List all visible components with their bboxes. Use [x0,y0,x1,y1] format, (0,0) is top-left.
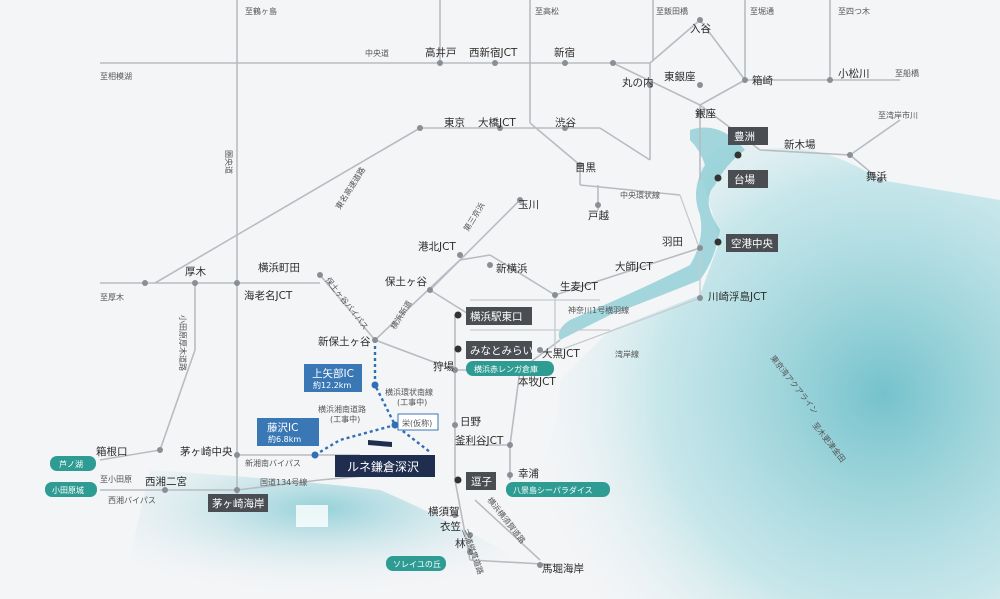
label-ebina-jct: 海老名JCT [244,289,293,302]
label-shinjuku: 新宿 [554,46,575,59]
label-shin-hodogaya: 新保土ヶ谷 [318,335,371,348]
box-yokohama-east: 横浜駅東口 [470,310,523,323]
box-chigasaki-kaigan: 茅ヶ崎海岸 [212,497,265,510]
label-daikoku-jct: 大黒JCT [542,347,580,360]
label-hodogaya-bypass: 保土ヶ谷バイパス [323,275,370,331]
interchange-dots [142,17,883,568]
label-namamugi-jct: 生麦JCT [560,280,598,293]
label-yokohama-kanjo-nan: 横浜環状南線(工事中) [385,387,433,407]
label-ginza: 銀座 [695,107,716,120]
label-maihama: 舞浜 [866,171,887,183]
label-chuo-expressway: 中央道 [365,48,389,58]
label-shinyokohama: 新横浜 [496,262,528,275]
label-takamatsu: 至高松 [535,6,559,16]
label-hakozaki: 箱崎 [752,74,773,87]
label-mabori-kaigan: 馬堀海岸 [542,562,584,575]
label-tsurugashima: 至鶴ヶ島 [245,6,277,16]
label-yokoyoko: 横浜横須賀道路 [485,495,527,545]
project-name: ルネ鎌倉深沢 [347,459,419,474]
label-yokohama-machida: 横浜町田 [258,261,300,274]
label-funabashi: 至船橋 [895,68,919,78]
box-hakkeijima: 八景島シーパラダイス [513,485,593,495]
label-wangan-ichikawa: 至湾岸市川 [878,110,918,120]
box-odawara-castle: 小田原城 [52,486,84,495]
label-shinkiba: 新木場 [784,138,816,151]
label-hino: 日野 [460,416,481,428]
label-higashiginza: 東銀座 [664,70,696,83]
label-tokyo: 東京 [444,116,465,129]
label-takaido: 高井戸 [425,46,457,59]
place-labels: 高井戸 西新宿JCT 新宿 入谷 丸の内 東銀座 箱崎 小松川 東京 大橋JCT… [96,23,887,575]
label-kawasaki-ukishima-jct: 川崎浮島JCT [708,290,767,303]
label-tomei: 東名高速道路 [333,165,367,211]
label-seisho-bypass: 西湘バイパス [108,495,156,505]
label-hakoneguchi: 箱根口 [96,445,128,458]
box-zushi: 逗子 [471,476,492,488]
box-toyosu: 豊洲 [734,130,755,143]
box-minatomirai: みなとみらい [470,345,533,357]
landfill-block [296,505,328,527]
label-odawara-atsugi: 小田原厚木道路 [178,315,188,371]
label-hodogaya: 保土ヶ谷 [385,275,427,288]
label-haneda: 羽田 [662,236,683,248]
label-marunouchi: 丸の内 [622,76,654,89]
label-tamagawa: 玉川 [518,199,539,211]
label-odawara: 至小田原 [100,475,132,484]
box-red-brick: 横浜赤レンガ倉庫 [474,364,538,374]
label-shibuya: 渋谷 [555,116,576,129]
box-kamiyabe-dist: 約12.2km [313,380,351,390]
label-route134: 国道134号線 [260,477,307,487]
ic-boxes: 上矢部IC 約12.2km 藤沢IC 約6.8km 栄(仮称) [257,364,439,446]
project-marker: ルネ鎌倉深沢 [335,440,435,477]
label-meguro: 目黒 [575,162,596,174]
label-komatsugawa: 小松川 [838,67,870,80]
label-yokohama-shonan: 横浜湘南道路(工事中) [318,404,366,424]
box-fujisawa-ic: 藤沢IC [267,421,298,434]
label-atsugi: 厚木 [185,266,206,278]
bay-channel [558,127,745,340]
label-ken-o-do: 圏央道 [224,150,234,174]
label-honmoku-jct: 本牧JCT [518,375,556,388]
label-sagamihara: 至相模湖 [100,71,132,81]
label-koura: 幸浦 [518,467,539,480]
label-kariba: 狩場 [433,360,454,373]
label-iriya: 入谷 [690,23,711,35]
station-boxes: 豊洲 台場 空港中央 横浜駅東口 みなとみらい 逗子 茅ヶ崎海岸 [208,127,778,512]
label-chigasaki-chuo: 茅ヶ崎中央 [180,445,233,458]
label-central-circular: 中央環状線 [620,190,660,200]
box-soleil: ソレイユの丘 [393,560,441,569]
box-airport-central: 空港中央 [731,237,773,250]
label-iidabashi: 至飯田橋 [656,6,688,16]
label-wangan: 湾岸線 [615,349,639,359]
label-kohoku-jct: 港北JCT [418,241,456,253]
label-nishishonan-ninomiya: 西湘二宮 [145,475,187,488]
label-yokohama-shindo: 横浜新道 [388,299,413,331]
roads [99,0,901,566]
label-daisan-keihin: 第三京浜 [461,201,486,233]
label-horikiri: 至堀通 [750,6,774,16]
label-nishishinjuku-jct: 西新宿JCT [469,46,518,59]
spot-boxes: 横浜赤レンガ倉庫 芦ノ湖 小田原城 八景島シーパラダイス ソレイユの丘 [45,361,610,571]
box-fujisawa-dist: 約6.8km [268,434,301,444]
box-sakae: 栄(仮称) [402,418,432,428]
label-yotsugi: 至四つ木 [838,6,870,16]
label-togoshi: 戸越 [588,209,609,222]
label-kanagawa1: 神奈川1号横羽線 [568,305,629,315]
label-kamariya-jct: 釜利谷JCT [455,434,504,447]
label-kinugasa: 衣笠 [440,520,461,533]
box-kamiyabe-ic: 上矢部IC [312,367,354,380]
box-daiba: 台場 [734,173,755,186]
box-ashinoko: 芦ノ湖 [59,459,83,469]
label-hayashi: 林 [455,537,466,550]
tokyo-bay-water [533,143,1000,599]
label-yokosuka: 横須賀 [428,505,460,518]
label-daishi-jct: 大師JCT [615,260,653,273]
label-atsugino: 至厚木 [100,292,124,302]
label-shin-shonan-bypass: 新湘南バイパス [245,458,301,468]
label-ohashi-jct: 大橋JCT [478,116,516,129]
